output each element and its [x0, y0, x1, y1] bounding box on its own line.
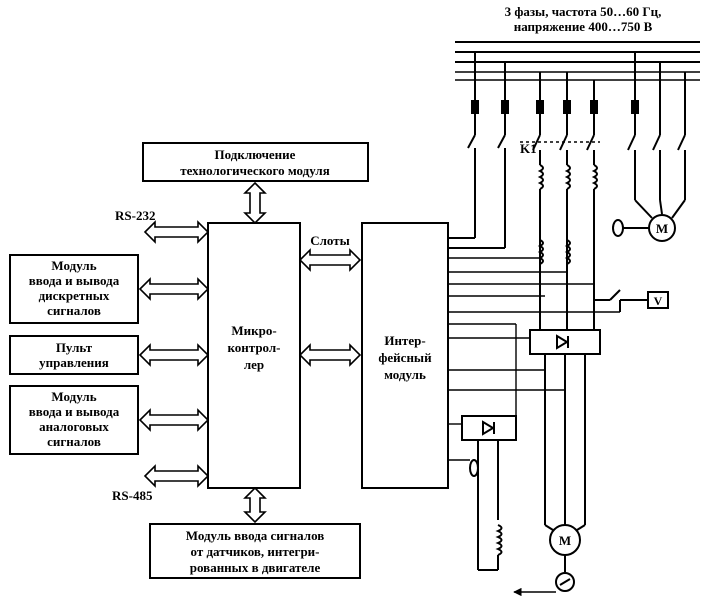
discrete-io-line2: ввода и вывода — [29, 273, 120, 288]
analog-io-line1: Модуль — [51, 389, 96, 404]
rs485-label: RS-485 — [112, 488, 153, 503]
slots-bus-arrow — [298, 248, 362, 272]
line-choke — [448, 239, 594, 285]
choke-2-icon — [564, 164, 571, 190]
interface-module-line3: модуль — [384, 367, 426, 382]
microcontroller-box — [207, 222, 301, 489]
rs485-arrow — [143, 464, 210, 488]
switch-2-icon — [497, 134, 506, 149]
voltmeter-label: V — [654, 294, 663, 308]
tech-module-box — [142, 142, 369, 182]
discrete-io-line4: сигналов — [47, 303, 101, 318]
contactor-k1-label: K1 — [520, 141, 537, 156]
sensor-module-box — [149, 523, 361, 579]
sensor-module-line2: от датчиков, интегри- — [190, 544, 319, 559]
fuse-4-icon — [563, 100, 571, 114]
rs232-label: RS-232 — [115, 208, 155, 223]
rs232-arrow — [143, 220, 210, 244]
discrete-io-arrow — [138, 277, 210, 301]
tech-bus-arrow — [243, 181, 267, 225]
main-motor — [513, 524, 586, 597]
auxiliary-supply-branch — [448, 52, 509, 249]
discrete-io-line1: Модуль — [51, 258, 96, 273]
microcontroller-line2: контрол- — [227, 340, 280, 355]
auxiliary-motor-label: M — [656, 221, 668, 236]
dc-current-sensor-icon — [469, 459, 479, 477]
interface-module-box — [361, 222, 449, 489]
voltmeter-circuit — [448, 265, 669, 313]
fuse-3-icon — [536, 100, 544, 114]
fuse-2-icon — [501, 100, 509, 114]
interface-module-line1: Интер- — [384, 333, 425, 348]
control-panel-arrow — [138, 343, 210, 367]
sensor-module-line1: Модуль ввода сигналов — [186, 528, 325, 543]
main-rectifier-icon — [529, 329, 601, 355]
choke-1-icon — [537, 164, 544, 190]
slots-label: Слоты — [310, 233, 350, 248]
main-motor-label: M — [559, 533, 571, 548]
microcontroller-line1: Микро- — [231, 323, 276, 338]
main-power-branch — [520, 72, 600, 330]
analog-io-line2: ввода и вывода — [29, 404, 120, 419]
control-panel-line2: управления — [39, 355, 109, 370]
internal-bus-arrow — [298, 343, 362, 367]
fuse-1-icon — [471, 100, 479, 114]
choke-3-icon — [591, 164, 598, 190]
field-converter — [448, 415, 517, 571]
fuse-5-icon — [590, 100, 598, 114]
microcontroller-line3: лер — [244, 357, 264, 372]
contactor-k1-pole-1 — [532, 134, 541, 151]
analog-io-arrow — [138, 408, 210, 432]
analog-io-box — [9, 385, 139, 455]
supply-busbars — [455, 41, 700, 81]
control-panel-box — [9, 335, 139, 375]
interface-bus-lines — [448, 295, 565, 391]
analog-io-line4: сигналов — [47, 434, 101, 449]
supply-caption-line2: напряжение 400…750 В — [514, 19, 653, 34]
voltmeter-icon — [647, 291, 669, 309]
field-rectifier-icon — [461, 415, 517, 441]
sensor-bus-arrow — [243, 486, 267, 524]
tech-module-line1: Подключение — [215, 147, 296, 162]
current-sensor-icon — [612, 219, 624, 237]
discrete-io-line3: дискретных — [39, 288, 110, 303]
field-winding-icon — [495, 524, 503, 556]
discrete-io-box — [9, 254, 139, 324]
contactor-k1-pole-3 — [586, 134, 595, 151]
tech-module-line2: технологического модуля — [180, 163, 329, 178]
direct-motor-branch — [612, 52, 686, 242]
switch-1-icon — [467, 134, 476, 149]
sensor-module-line3: рованных в двигателе — [190, 560, 321, 575]
control-panel-line1: Пульт — [56, 340, 93, 355]
supply-caption-line1: 3 фазы, частота 50…60 Гц, — [505, 4, 662, 19]
interface-module-line2: фейсный — [378, 350, 432, 365]
encoder-icon — [555, 572, 575, 592]
analog-io-line3: аналоговых — [39, 419, 109, 434]
main-converter — [448, 323, 601, 525]
